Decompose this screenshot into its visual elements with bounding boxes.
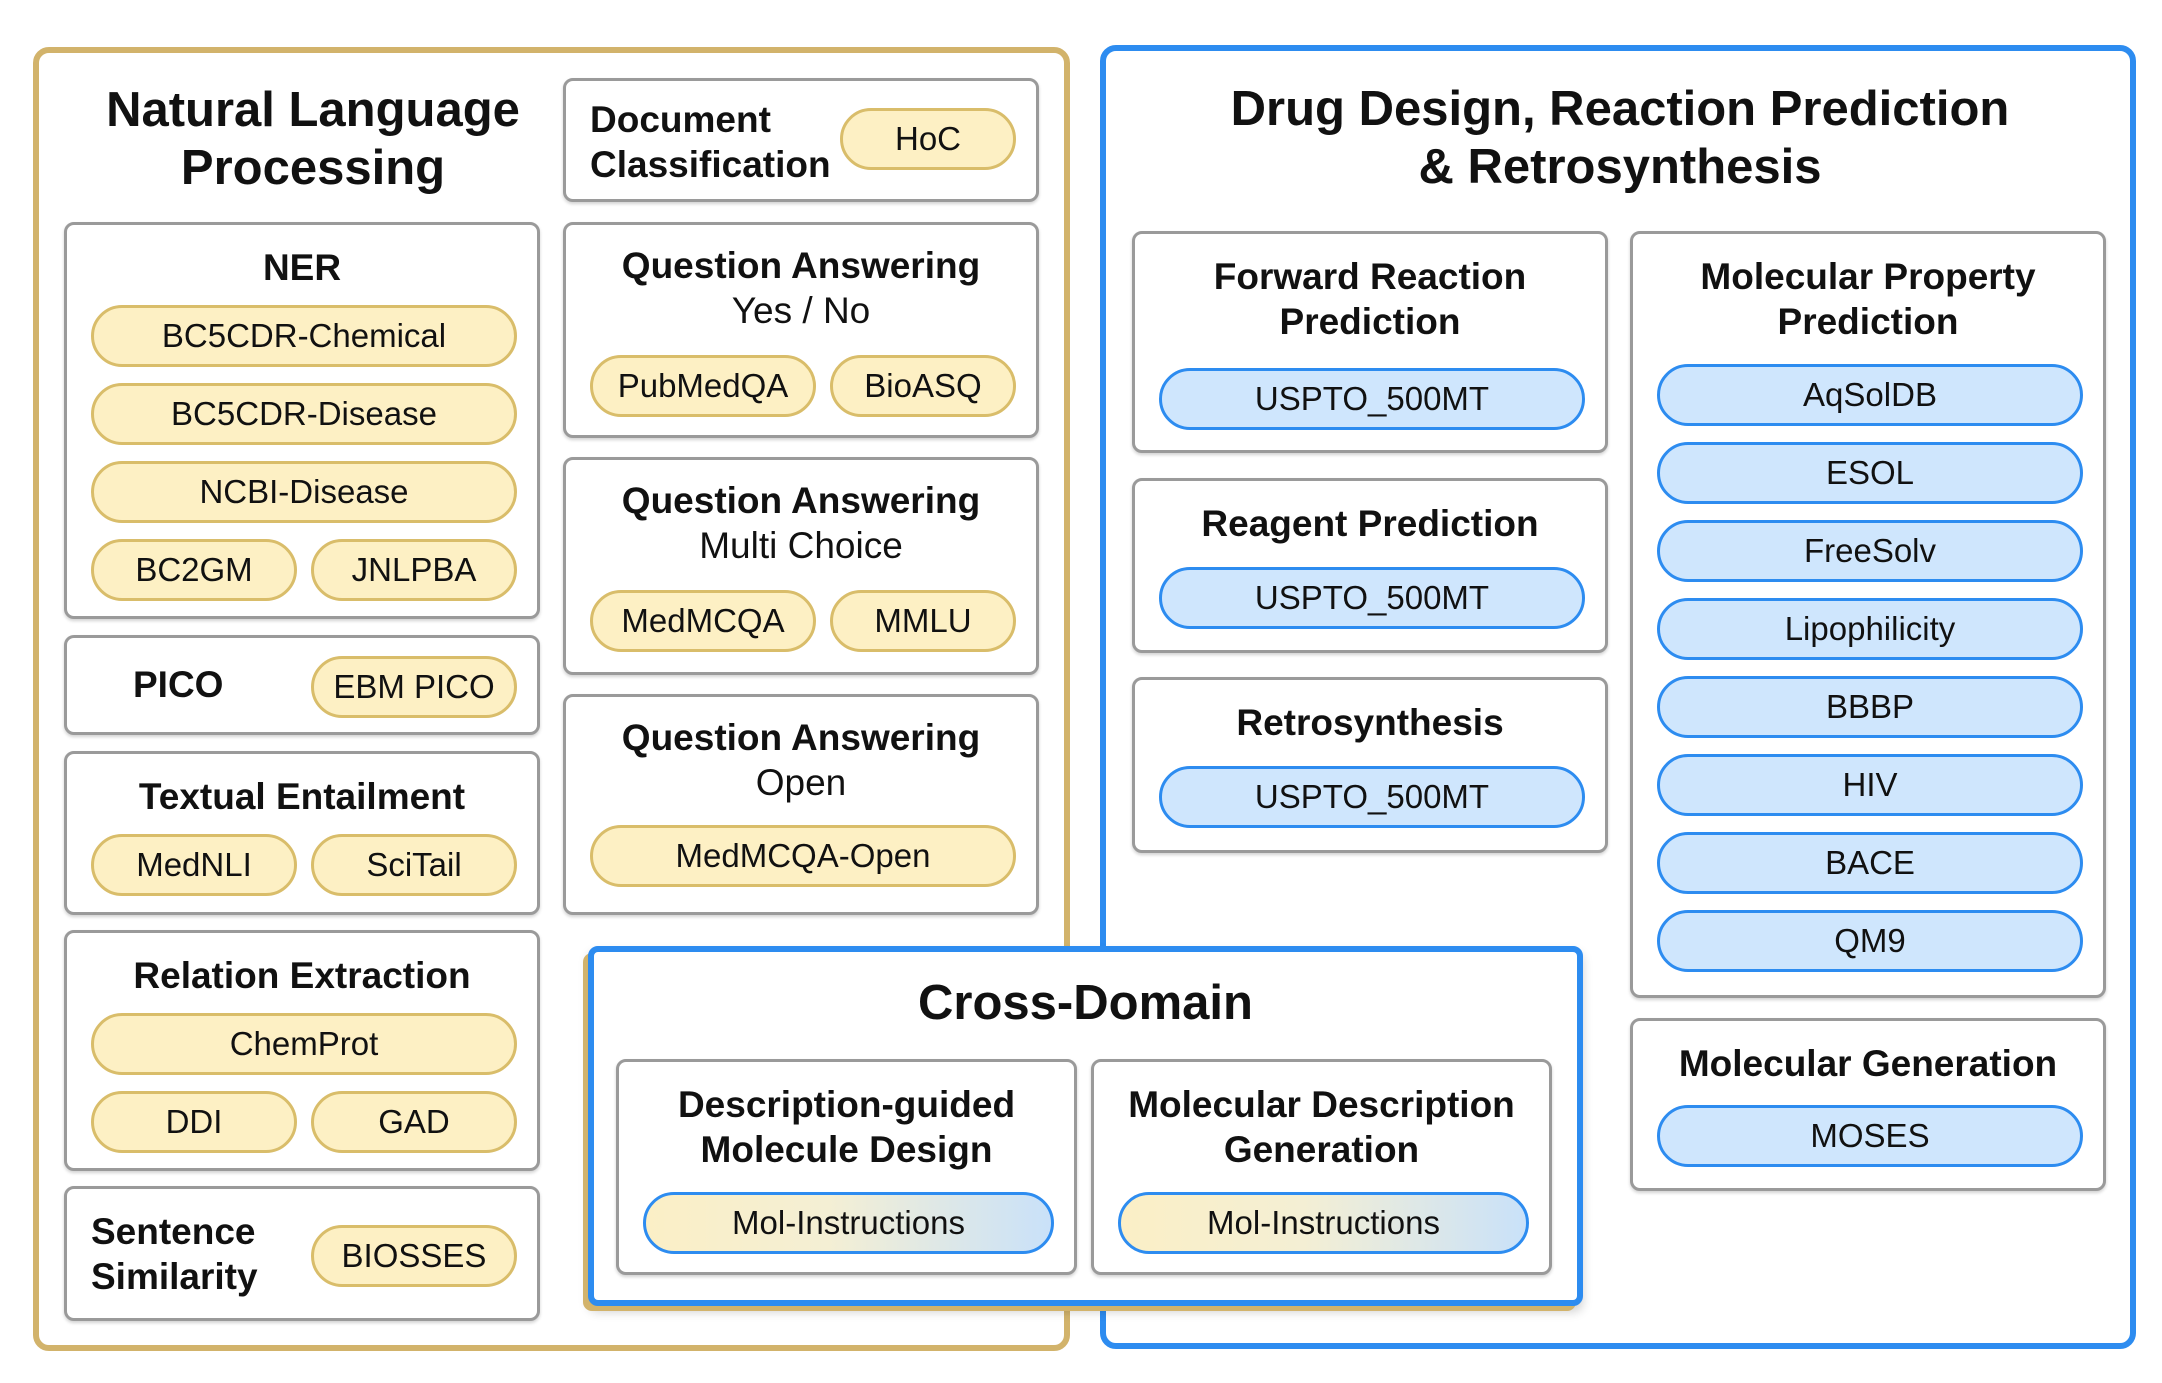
description-guided-title-line-1: Description-guided — [677, 1084, 1016, 1125]
forward-reaction-title-line-1: Forward Reaction — [1213, 256, 1527, 297]
qa-open-title: Question Answering — [621, 717, 981, 758]
qa-open-subtitle: Open — [755, 762, 847, 803]
dataset-pill-uspto-forward[interactable]: USPTO_500MT — [1159, 368, 1585, 430]
relation-extraction-title: Relation Extraction — [133, 955, 471, 996]
dataset-pill-bc5cdr-chemical[interactable]: BC5CDR-Chemical — [91, 305, 517, 367]
dataset-pill-bioasq[interactable]: BioASQ — [830, 355, 1016, 417]
dataset-pill-scitail[interactable]: SciTail — [311, 834, 517, 896]
dataset-pill-chemprot[interactable]: ChemProt — [91, 1013, 517, 1075]
dataset-pill-mol-instructions-design[interactable]: Mol-Instructions — [643, 1192, 1054, 1254]
ner-box: NER BC5CDR-Chemical BC5CDR-Disease NCBI-… — [64, 222, 540, 619]
molecular-description-title-line-2: Generation — [1223, 1129, 1420, 1170]
molecular-description-title: Molecular Description Generation — [1094, 1082, 1549, 1172]
sentence-similarity-title: Sentence Similarity — [91, 1209, 258, 1299]
dataset-pill-uspto-retro[interactable]: USPTO_500MT — [1159, 766, 1585, 828]
qa-yesno-subtitle: Yes / No — [731, 290, 871, 331]
dataset-pill-bbbp[interactable]: BBBP — [1657, 676, 2083, 738]
molecular-generation-title: Molecular Generation — [1678, 1043, 2058, 1084]
dataset-pill-mol-instructions-generation[interactable]: Mol-Instructions — [1118, 1192, 1529, 1254]
molecular-generation-box: Molecular Generation MOSES — [1630, 1018, 2106, 1191]
dataset-pill-jnlpba[interactable]: JNLPBA — [311, 539, 517, 601]
qa-yesno-title: Question Answering — [621, 245, 981, 286]
dataset-pill-bc2gm[interactable]: BC2GM — [91, 539, 297, 601]
sentence-similarity-title-line-2: Similarity — [91, 1256, 258, 1297]
document-classification-title-line-2: Classification — [590, 144, 831, 185]
nlp-title-line-2: Processing — [180, 141, 446, 195]
molecular-description-title-line-1: Molecular Description — [1128, 1084, 1515, 1125]
molecular-property-title-line-2: Prediction — [1777, 301, 1959, 342]
description-guided-box: Description-guided Molecule Design Mol-I… — [616, 1059, 1077, 1275]
dataset-pill-mednli[interactable]: MedNLI — [91, 834, 297, 896]
cross-domain-title: Cross-Domain — [918, 976, 1253, 1030]
reagent-prediction-box: Reagent Prediction USPTO_500MT — [1132, 478, 1608, 653]
document-classification-box: Document Classification HoC — [563, 78, 1039, 202]
sentence-similarity-box: Sentence Similarity BIOSSES — [64, 1186, 540, 1321]
dataset-pill-ebm-pico[interactable]: EBM PICO — [311, 656, 517, 718]
molecular-description-box: Molecular Description Generation Mol-Ins… — [1091, 1059, 1552, 1275]
dataset-pill-mmlu[interactable]: MMLU — [830, 590, 1016, 652]
relation-extraction-box: Relation Extraction ChemProt DDI GAD — [64, 930, 540, 1171]
dataset-pill-lipophilicity[interactable]: Lipophilicity — [1657, 598, 2083, 660]
dataset-pill-qm9[interactable]: QM9 — [1657, 910, 2083, 972]
dataset-pill-bace[interactable]: BACE — [1657, 832, 2083, 894]
textual-entailment-box: Textual Entailment MedNLI SciTail — [64, 751, 540, 915]
qa-multichoice-subtitle: Multi Choice — [699, 525, 903, 566]
retrosynthesis-title: Retrosynthesis — [1236, 702, 1504, 743]
pico-title: PICO — [133, 664, 224, 705]
molecular-property-box: Molecular Property Prediction AqSolDB ES… — [1630, 231, 2106, 998]
dataset-pill-gad[interactable]: GAD — [311, 1091, 517, 1153]
drug-title-line-2: & Retrosynthesis — [1418, 140, 1822, 194]
molecular-property-title: Molecular Property Prediction — [1633, 254, 2103, 344]
description-guided-title: Description-guided Molecule Design — [619, 1082, 1074, 1172]
dataset-pill-ddi[interactable]: DDI — [91, 1091, 297, 1153]
dataset-pill-medmcqa[interactable]: MedMCQA — [590, 590, 816, 652]
dataset-pill-hiv[interactable]: HIV — [1657, 754, 2083, 816]
dataset-pill-medmcqa-open[interactable]: MedMCQA-Open — [590, 825, 1016, 887]
qa-yesno-box: Question Answering Yes / No PubMedQA Bio… — [563, 222, 1039, 438]
dataset-pill-pubmedqa[interactable]: PubMedQA — [590, 355, 816, 417]
drug-panel-title: Drug Design, Reaction Prediction & Retro… — [1140, 80, 2100, 196]
dataset-pill-bc5cdr-disease[interactable]: BC5CDR-Disease — [91, 383, 517, 445]
qa-multichoice-box: Question Answering Multi Choice MedMCQA … — [563, 457, 1039, 675]
dataset-pill-freesolv[interactable]: FreeSolv — [1657, 520, 2083, 582]
description-guided-title-line-2: Molecule Design — [700, 1129, 993, 1170]
retrosynthesis-box: Retrosynthesis USPTO_500MT — [1132, 677, 1608, 853]
dataset-pill-uspto-reagent[interactable]: USPTO_500MT — [1159, 567, 1585, 629]
reagent-prediction-title: Reagent Prediction — [1201, 503, 1539, 544]
dataset-pill-hoc[interactable]: HoC — [840, 108, 1016, 170]
pico-box: PICO EBM PICO — [64, 635, 540, 735]
qa-open-box: Question Answering Open MedMCQA-Open — [563, 694, 1039, 915]
forward-reaction-title: Forward Reaction Prediction — [1135, 254, 1605, 344]
nlp-title-line-1: Natural Language — [106, 83, 520, 137]
dataset-pill-aqsoldb[interactable]: AqSolDB — [1657, 364, 2083, 426]
qa-multichoice-title: Question Answering — [621, 480, 981, 521]
document-classification-title-line-1: Document — [590, 99, 771, 140]
forward-reaction-box: Forward Reaction Prediction USPTO_500MT — [1132, 231, 1608, 453]
molecular-property-title-line-1: Molecular Property — [1700, 256, 2036, 297]
document-classification-title: Document Classification — [590, 97, 831, 187]
dataset-pill-biosses[interactable]: BIOSSES — [311, 1225, 517, 1287]
dataset-pill-ncbi-disease[interactable]: NCBI-Disease — [91, 461, 517, 523]
dataset-pill-esol[interactable]: ESOL — [1657, 442, 2083, 504]
textual-entailment-title: Textual Entailment — [138, 776, 466, 817]
nlp-panel-title: Natural Language Processing — [68, 81, 558, 197]
drug-title-line-1: Drug Design, Reaction Prediction — [1230, 82, 2010, 136]
forward-reaction-title-line-2: Prediction — [1279, 301, 1461, 342]
ner-title: NER — [262, 247, 342, 288]
sentence-similarity-title-line-1: Sentence — [91, 1211, 256, 1252]
dataset-pill-moses[interactable]: MOSES — [1657, 1105, 2083, 1167]
